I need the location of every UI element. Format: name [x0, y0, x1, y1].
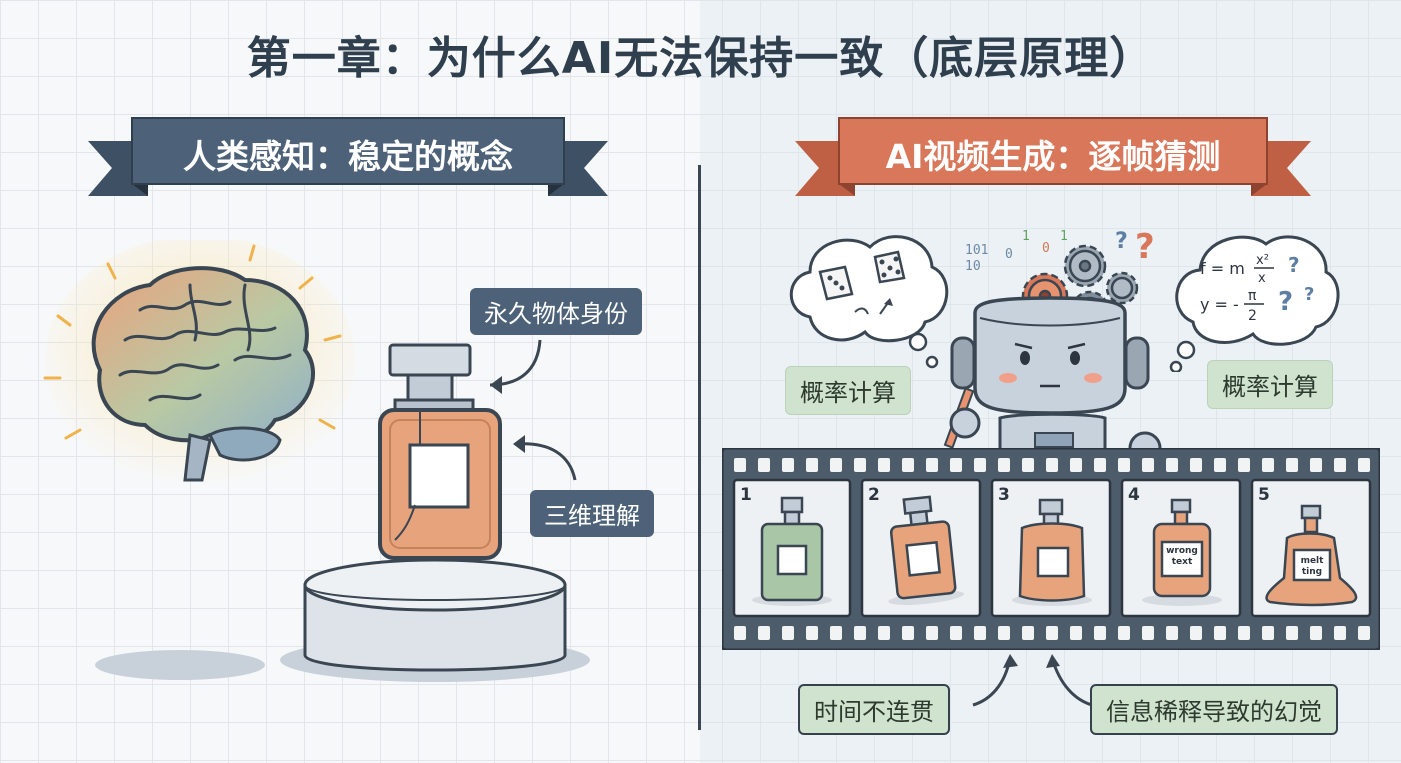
- frame-4-label: wrong text: [1166, 546, 1198, 567]
- frame-3-number: 3: [998, 485, 1010, 505]
- callout-object-identity: 永久物体身份: [470, 288, 642, 335]
- callout-three-d-understanding: 三维理解: [530, 490, 654, 537]
- binary-2: 10: [965, 259, 981, 274]
- binary-4: 0: [1042, 241, 1050, 256]
- callout-probability-right: 概率计算: [1207, 360, 1333, 409]
- svg-text:?: ?: [1288, 253, 1300, 277]
- dice-thought-cloud: [789, 235, 949, 369]
- formula-thought-cloud: f = m x² x y = - π 2 ? ? ?: [1169, 235, 1340, 372]
- brain-illustration: [43, 240, 355, 485]
- frame-4-number: 4: [1128, 485, 1140, 505]
- svg-text:?: ?: [1135, 227, 1155, 267]
- page-title: 第一章：为什么AI无法保持一致（底层原理）: [246, 33, 1155, 84]
- film-strip: [722, 448, 1380, 650]
- right-banner-text: AI视频生成：逐帧猜测: [885, 137, 1221, 176]
- callout-information-dilution: 信息稀释导致的幻觉: [1090, 684, 1338, 735]
- left-banner: [88, 117, 608, 196]
- formula-frac2-den: 2: [1248, 308, 1257, 324]
- frame-5-number: 5: [1258, 485, 1270, 505]
- binary-6: 0: [1005, 247, 1013, 262]
- binary-3: 1: [1022, 229, 1030, 244]
- frame-1-number: 1: [740, 485, 752, 505]
- svg-text:?: ?: [1304, 284, 1314, 305]
- right-banner: [795, 117, 1311, 196]
- formula-frac2-num: π: [1248, 288, 1257, 304]
- robot-illustration: 101 10 1 0 1 0 ? ?: [943, 227, 1162, 463]
- arrow-time: [972, 654, 1018, 707]
- formula-line2: y = -: [1200, 295, 1239, 314]
- arrow-three-d: [513, 435, 577, 481]
- arrow-dilution: [1046, 654, 1093, 707]
- perfume-pedestal-illustration: [95, 343, 590, 682]
- svg-text:?: ?: [1278, 287, 1293, 317]
- panel-divider: [698, 165, 701, 730]
- binary-5: 1: [1060, 229, 1068, 244]
- binary-1: 101: [965, 243, 988, 258]
- callout-probability-left: 概率计算: [785, 366, 911, 415]
- formula-frac1-num: x²: [1256, 253, 1269, 268]
- formula-line1: f = m: [1200, 259, 1245, 278]
- svg-text:?: ?: [1115, 229, 1128, 254]
- formula-frac1-den: x: [1258, 271, 1266, 286]
- left-banner-text: 人类感知：稳定的概念: [183, 137, 513, 176]
- frame-5-label: melt ting: [1300, 556, 1324, 577]
- frame-2-number: 2: [868, 485, 880, 505]
- callout-time-incoherent: 时间不连贯: [798, 684, 950, 735]
- arrow-identity: [489, 339, 542, 394]
